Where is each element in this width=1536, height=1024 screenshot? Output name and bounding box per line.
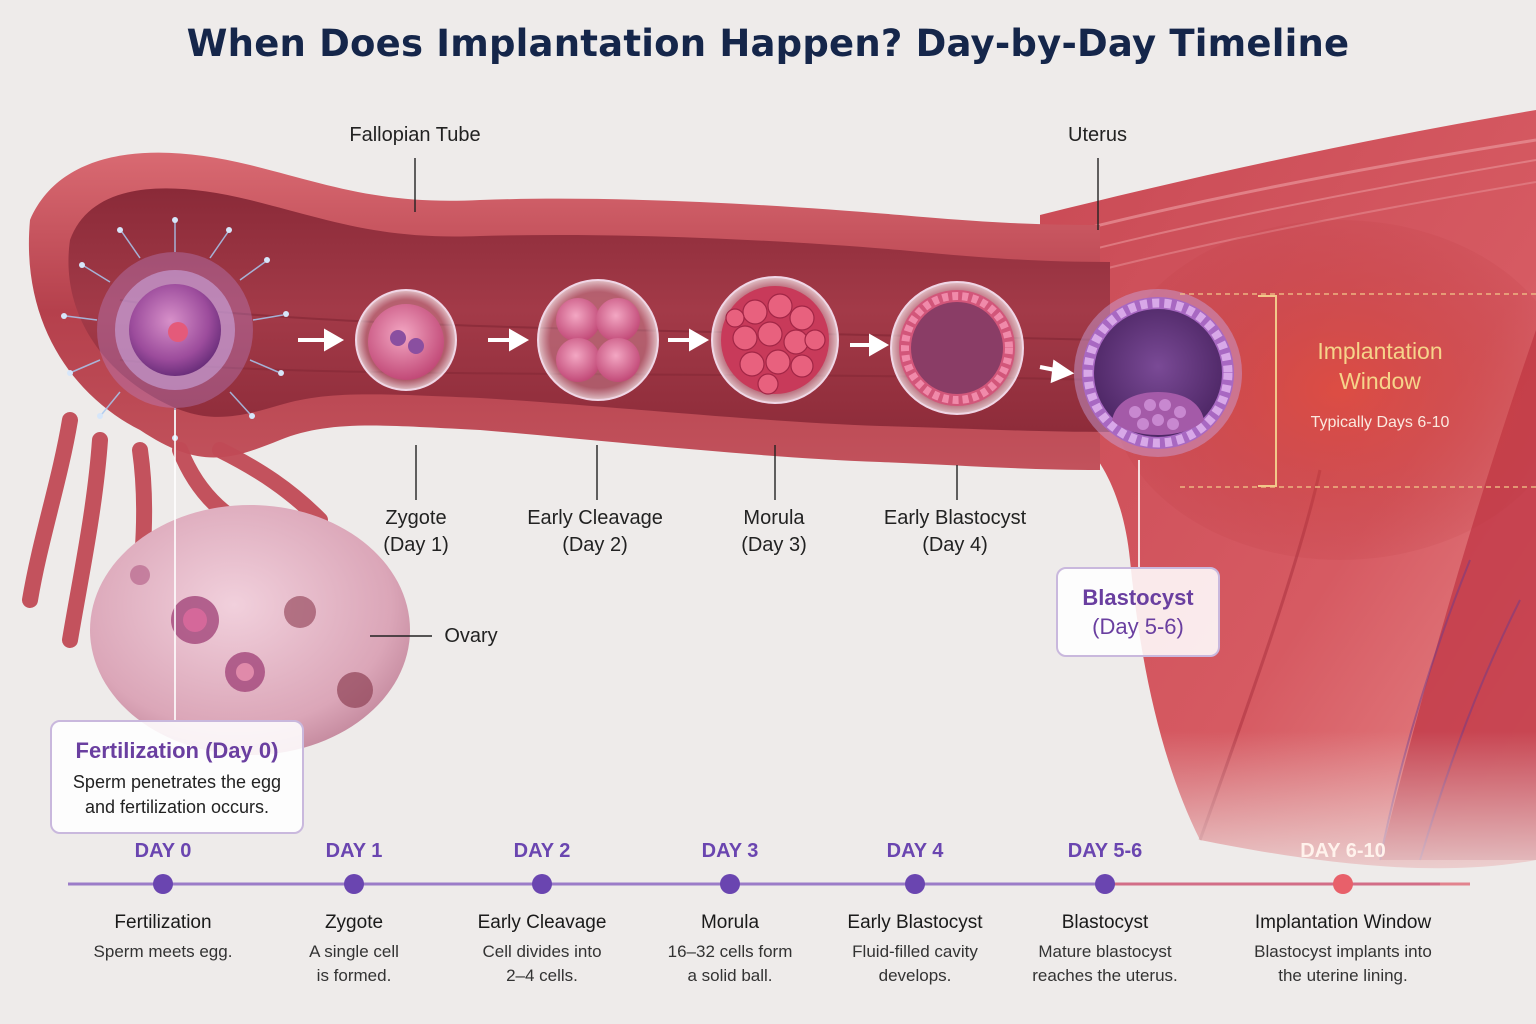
timeline-dot [720,874,740,894]
stage-day: (Day 1) [383,534,449,556]
description-line: is formed. [316,966,392,985]
timeline-stage-name: Early Cleavage [477,912,607,933]
stage-label-early-cleavage: Early Cleavage (Day 2) [495,505,695,559]
timeline-stage-name: Morula [700,912,760,933]
timeline-stage-name: Implantation Window [1254,912,1432,933]
egg-illustration [61,217,289,441]
description-line: Mature blastocyst [1038,942,1172,961]
description-line: Sperm meets egg. [93,942,233,961]
stage-label-early-blastocyst: Early Blastocyst (Day 4) [855,505,1055,559]
timeline-stage-description: Mature blastocyst reaches the uterus. [1005,940,1205,988]
callout-line: and fertilization occurs. [84,797,270,817]
timeline-day-label: DAY 6-10 [1300,840,1386,862]
timeline-stage-name: Early Blastocyst [847,912,983,933]
timeline-day-label: DAY 5-6 [1067,840,1143,862]
timeline-dot [1333,874,1353,894]
timeline-day-label: DAY 3 [701,840,759,862]
timeline-stage-description: Blastocyst implants into the uterine lini… [1243,940,1443,988]
stage-name: Morula [743,507,805,529]
stage-day: (Day 3) [741,534,807,556]
blastocyst-callout: Blastocyst (Day 5-6) [1056,567,1220,657]
fertilization-callout: Fertilization (Day 0) Sperm penetrates t… [50,720,304,834]
impl-title-line: Implantation [1317,338,1443,364]
stage-name: Early Cleavage [527,507,663,529]
implantation-window-title: Implantation Window [1280,336,1480,396]
description-line: A single cell [309,942,399,961]
stage-day: (Day 4) [922,534,988,556]
timeline-stage-name: Zygote [324,912,384,933]
description-line: reaches the uterus. [1032,966,1178,985]
timeline-stage-name: Blastocyst [1061,912,1149,933]
description-line: Fluid-filled cavity [852,942,978,961]
timeline-stage-description: Fluid-filled cavity develops. [815,940,1015,988]
timeline-dot [344,874,364,894]
timeline-dot [905,874,925,894]
stage-label-zygote: Zygote (Day 1) [316,505,516,559]
timeline-day-label: DAY 2 [513,840,571,862]
ovary-label: Ovary [444,625,498,647]
early-cleavage-illustration [537,279,659,401]
timeline-dot [153,874,173,894]
callout-line: Sperm penetrates the egg [72,772,282,792]
timeline-stage-description: A single cell is formed. [254,940,454,988]
implantation-window-subtitle: Typically Days 6-10 [1310,414,1450,431]
stage-label-morula: Morula (Day 3) [674,505,874,559]
blastocyst-illustration [1074,289,1242,457]
page-title: When Does Implantation Happen? Day-by-Da… [186,22,1350,65]
timeline-stage-description: Sperm meets egg. [63,940,263,964]
timeline-dot [1095,874,1115,894]
stage-day: (Day 2) [562,534,628,556]
morula-illustration [711,276,839,404]
timeline-day-label: DAY 4 [886,840,944,862]
early-blastocyst-illustration [890,281,1024,415]
description-line: Blastocyst implants into [1254,942,1432,961]
timeline-stage-name: Fertilization [114,912,212,933]
zygote-illustration [355,289,457,391]
description-line: a solid ball. [687,966,773,985]
callout-title: Fertilization (Day 0) [75,738,279,763]
description-line: 16–32 cells form [667,942,793,961]
description-line: develops. [878,966,952,985]
stage-name: Early Blastocyst [883,507,1027,529]
uterus-label: Uterus [1068,124,1127,146]
callout-title: Blastocyst [1082,585,1194,610]
callout-day: (Day 5-6) [1092,614,1184,639]
description-line: the uterine lining. [1278,966,1408,985]
timeline-stage-description: Cell divides into 2–4 cells. [442,940,642,988]
description-line: 2–4 cells. [506,966,578,985]
timeline-dot [532,874,552,894]
timeline-day-label: DAY 0 [134,840,192,862]
timeline-day-label: DAY 1 [325,840,383,862]
impl-title-line: Window [1339,368,1421,394]
description-line: Cell divides into [482,942,602,961]
fallopian-tube-label: Fallopian Tube [349,124,481,146]
timeline-stage-description: 16–32 cells form a solid ball. [630,940,830,988]
stage-name: Zygote [385,507,447,529]
